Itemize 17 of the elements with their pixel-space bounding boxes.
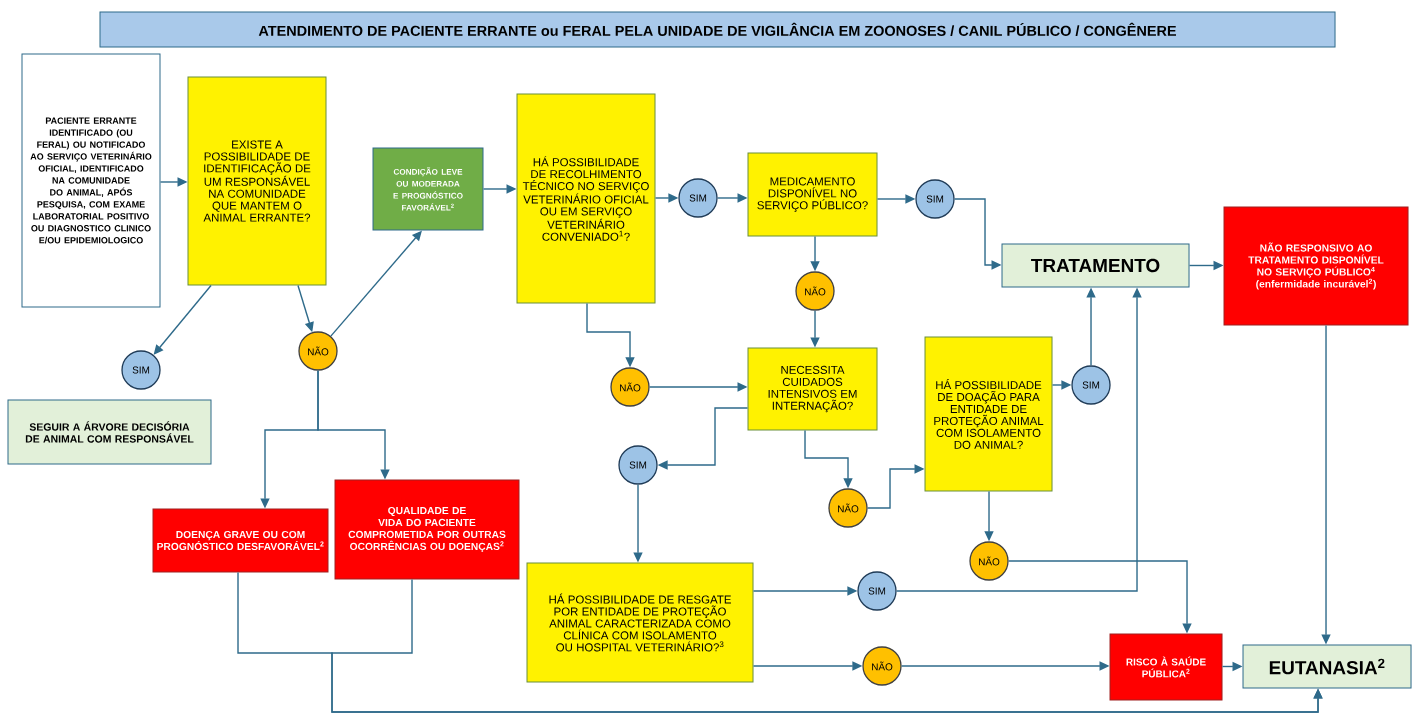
start-box: PACIENTE ERRANTE IDENTIFICADO (OU FERAL) OU NOTIFICADO AO SERVIÇO VETERINÁRIO OFICIAL, IDENTIFICADO NA COMUNIDADE DO ANIMAL, APÓS PESQUISA, COM EXAME LABORATORIAL POSITIVO OU DIAGNOSTICO CLINICO E/OU EPIDEMIOLOGICO — [21, 53, 161, 308]
title-banner: ATENDIMENTO DE PACIENTE ERRANTE ou FERAL PELA UNIDADE DE VIGILÂNCIA EM ZOONOSES / CANIL PÚBLICO / CONGÊNERE — [99, 11, 1336, 48]
decision-box: MEDICAMENTO DISPONÍVEL NO SERVIÇO PÚBLICO? — [747, 152, 878, 237]
outcome-box: SEGUIR A ÁRVORE DECISÓRIA DE ANIMAL COM RESPONSÁVEL — [7, 399, 212, 465]
decision-box: HÁ POSSIBILIDADE DE RECOLHIMENTO TÉCNICO NO SERVIÇO VETERINÁRIO OFICIAL OU EM SERVIÇO VETERINÁRIO CONVENIADO$^{1}$? — [516, 93, 656, 304]
decision-box: HÁ POSSIBILIDADE DE DOAÇÃO PARA ENTIDADE DE PROTEÇÃO ANIMAL COM ISOLAMENTO DO ANIMAL? — [924, 336, 1053, 492]
decision-box: EXISTE A POSSIBILIDADE DE IDENTIFICAÇÃO DE UM RESPONSÁVEL NA COMUNIDADE QUE MANTEM O ANIMAL ERRANTE? — [187, 76, 327, 286]
outcome-box: TRATAMENTO — [1001, 243, 1190, 288]
outcome-box: NÃO RESPONSIVO AO TRATAMENTO DISPONÍVEL NO SERVIÇO PÚBLICO$^{4}$ (enfermidade incurável$^{2}$) — [1223, 206, 1409, 326]
condition-box: CONDIÇÃO LEVE OU MODERADA E PROGNÓSTICO FAVORÁVEL$^{2}$ — [372, 147, 484, 231]
outcome-box: DOENÇA GRAVE OU COM PROGNÓSTICO DESFAVORÁVEL$^{2}$ — [152, 508, 329, 573]
outcome-box: EUTANASIA$^{2}$ — [1242, 644, 1412, 689]
arrow — [153, 284, 212, 355]
decision-box: HÁ POSSIBILIDADE DE RESGATE POR ENTIDADE DE PROTEÇÃO ANIMAL CARACTERIZADA COMO CLÍNICA COM ISOLAMENTO OU HOSPITAL VETERINÁRIO?$^{3}$ — [526, 562, 754, 683]
outcome-box: QUALIDADE DE VIDA DO PACIENTE COMPROMETIDA POR OUTRAS OCORRÊNCIAS OU DOENÇAS$^{2}$ — [334, 479, 520, 580]
outcome-box: RISCO À SAÚDE PÚBLICA$^{2}$ — [1109, 633, 1223, 701]
decision-box: NECESSITA CUIDADOS INTENSIVOS EM INTERNAÇÃO? — [747, 347, 878, 431]
